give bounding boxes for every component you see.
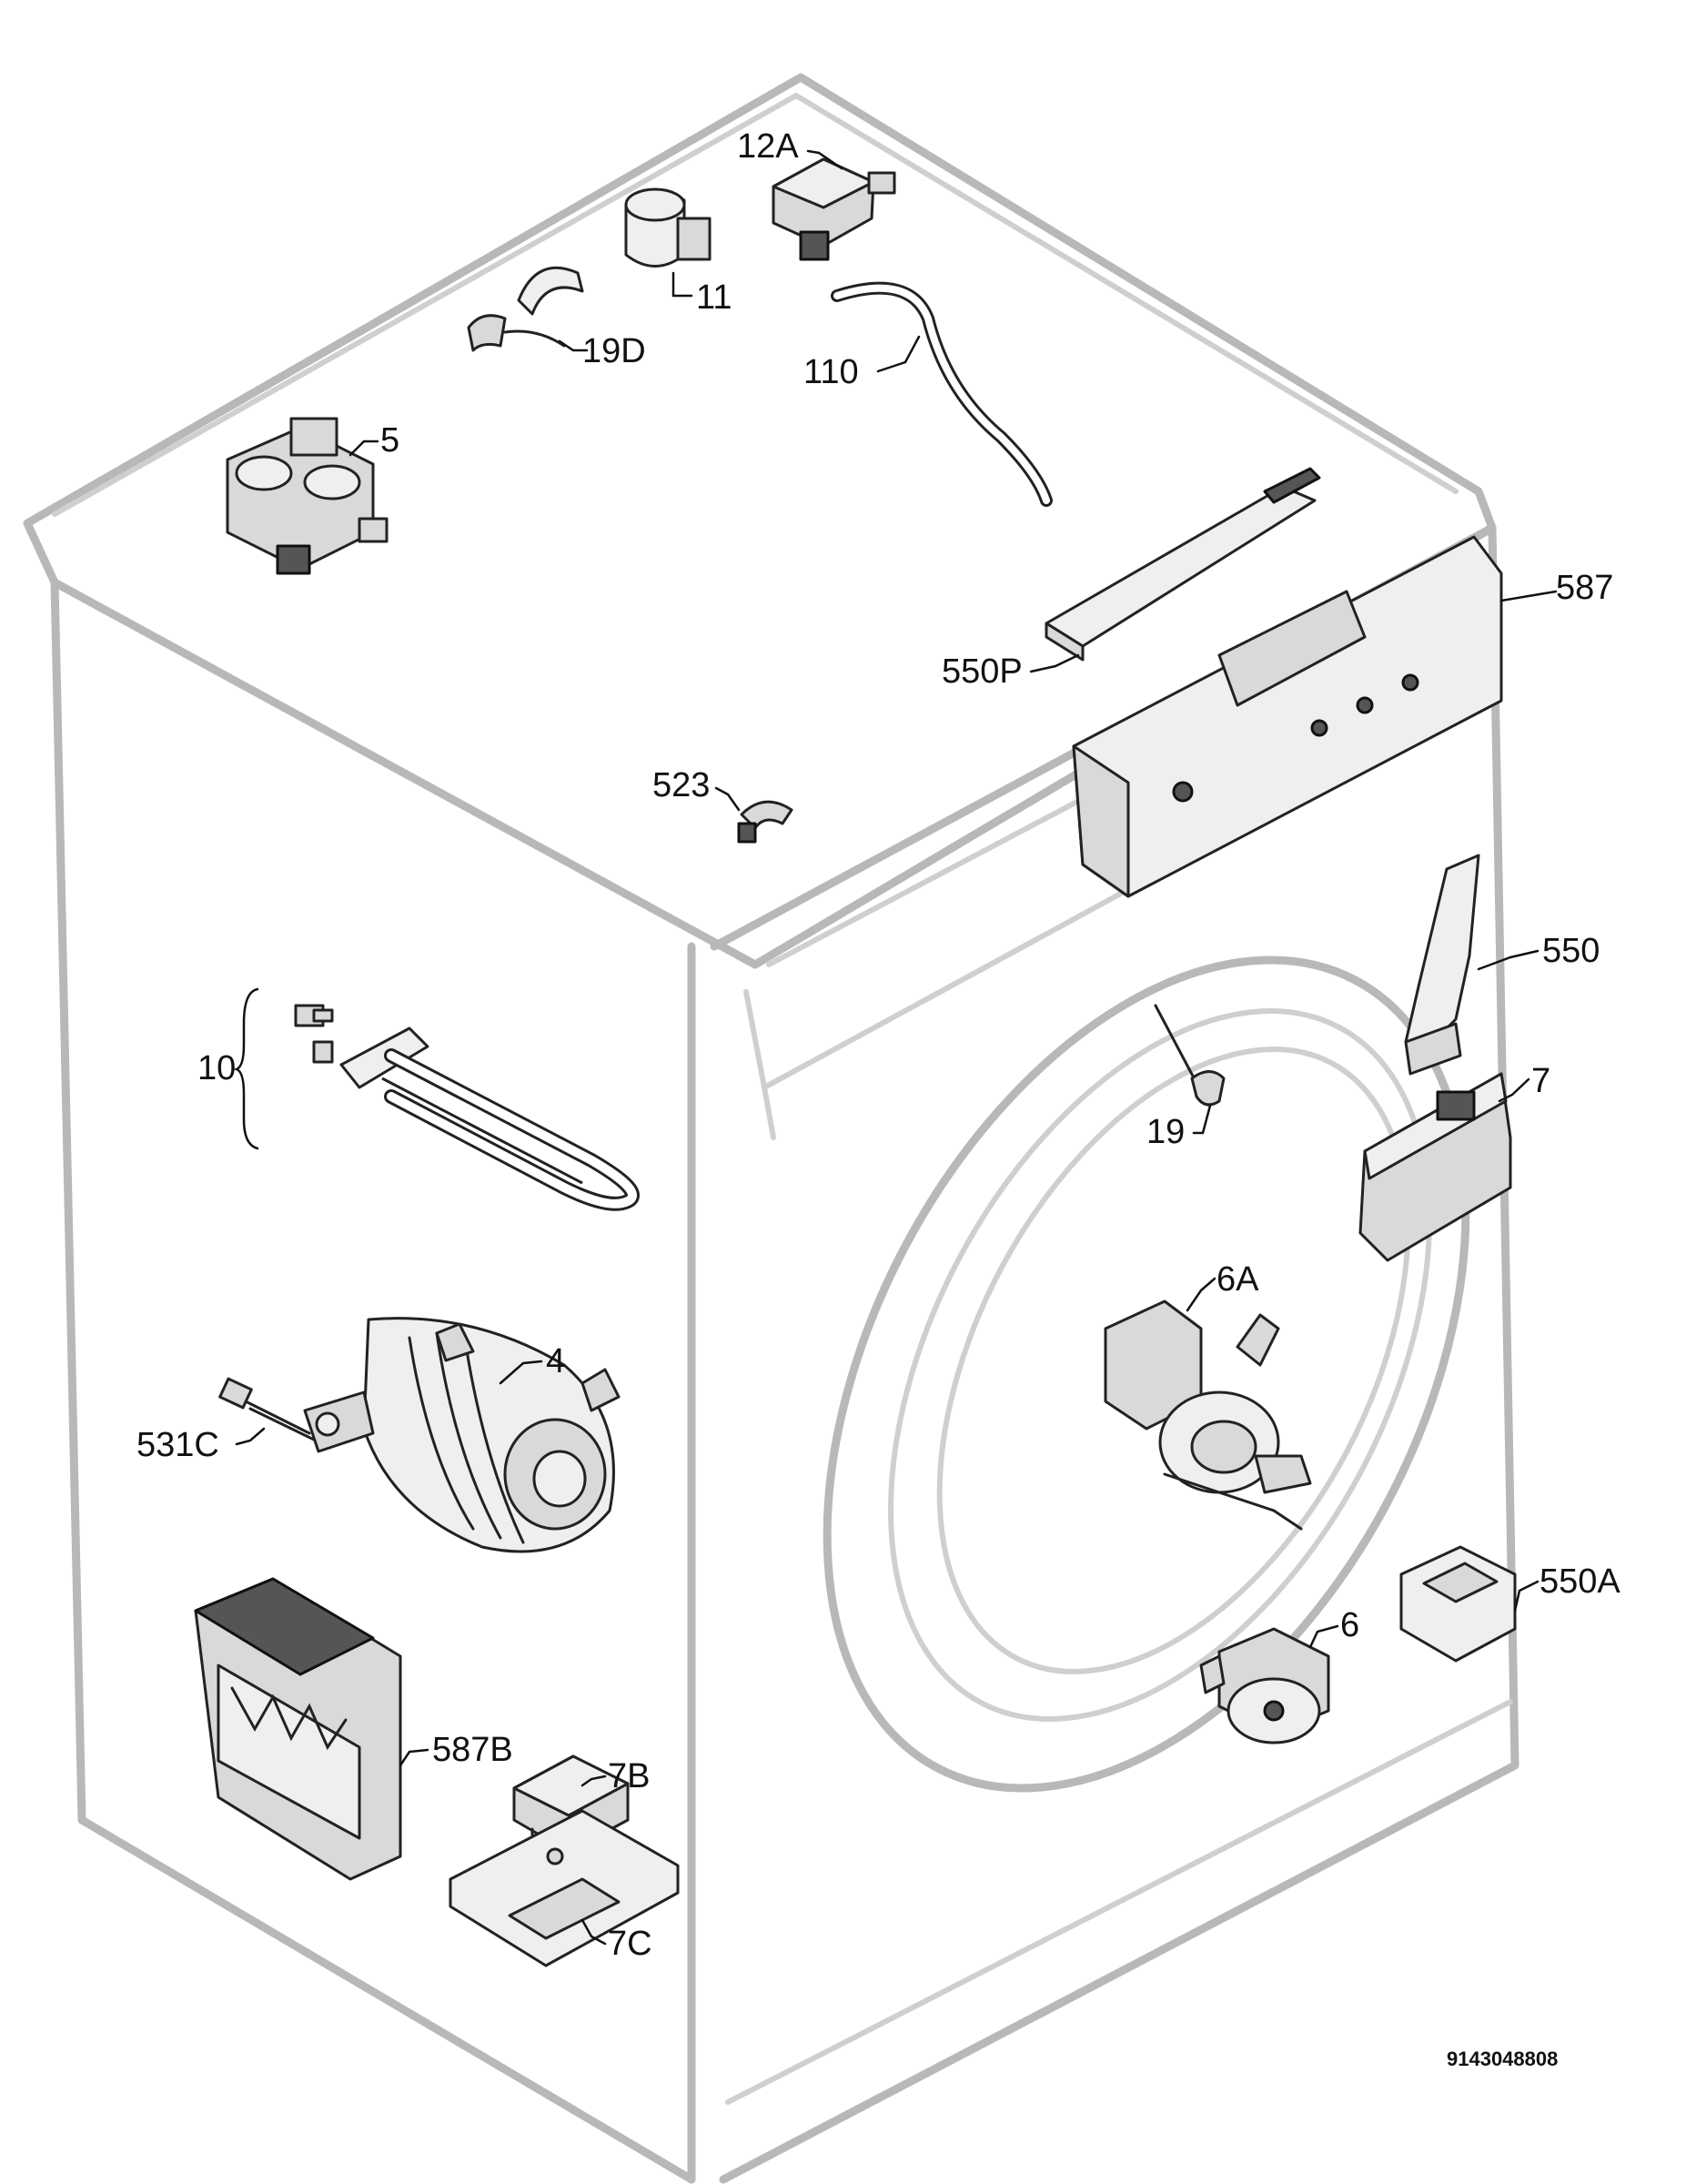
- callout-531C: 531C: [136, 1426, 219, 1464]
- callout-6A: 6A: [1216, 1260, 1259, 1299]
- heating-element-part: [294, 1004, 640, 1211]
- callout-labels: 12A 11 19D 110 5 587 550P 523 550 10 7 1…: [136, 127, 1620, 1963]
- electronic-board-part: [1072, 535, 1503, 898]
- callout-550: 550: [1542, 932, 1600, 970]
- cable-clip-part: [467, 266, 584, 352]
- base-plate-part: [449, 1809, 680, 1967]
- callout-550P: 550P: [942, 652, 1023, 691]
- temperature-sensor-part: [1154, 1004, 1226, 1107]
- capacitor-part: [624, 187, 712, 268]
- document-id: 9143048808: [1447, 2048, 1558, 2070]
- small-clip-part: [737, 800, 793, 844]
- callout-7: 7: [1531, 1062, 1550, 1100]
- callout-10: 10: [197, 1049, 236, 1087]
- cover-part: [1399, 1545, 1517, 1663]
- callout-4: 4: [546, 1342, 565, 1380]
- drain-pump-part: [1104, 1299, 1312, 1531]
- callout-6: 6: [1340, 1606, 1359, 1644]
- callout-12A: 12A: [737, 127, 799, 166]
- callout-11: 11: [696, 278, 732, 317]
- push-button-strip-part: [1045, 467, 1321, 662]
- motor-screw-part: [218, 1377, 316, 1441]
- pressure-hose-part: [831, 281, 1053, 507]
- motor-part: [303, 1317, 621, 1553]
- callout-7C: 7C: [608, 1925, 652, 1963]
- pump-motor-part: [1199, 1627, 1330, 1744]
- callout-587B: 587B: [432, 1731, 513, 1769]
- callout-550A: 550A: [1540, 1562, 1620, 1601]
- callout-5: 5: [380, 421, 399, 460]
- electronic-module-part: [194, 1577, 402, 1881]
- callout-19D: 19D: [582, 332, 646, 370]
- washing-machine-cabinet: [23, 73, 1519, 2184]
- callout-leaders: [233, 149, 1558, 1946]
- inlet-valve-part: [226, 417, 389, 575]
- callout-7B: 7B: [608, 1757, 650, 1795]
- door-handle-part: [1404, 854, 1480, 1076]
- callout-587: 587: [1556, 569, 1613, 607]
- callout-110: 110: [803, 353, 859, 391]
- callout-19: 19: [1146, 1113, 1185, 1151]
- door-lock-part: [1358, 1072, 1512, 1262]
- pressure-switch-part: [772, 157, 896, 261]
- callout-523: 523: [652, 766, 710, 804]
